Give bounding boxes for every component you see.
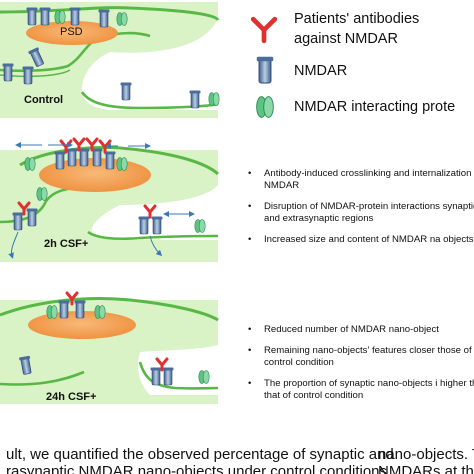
legend-antibody-line1: Patients' antibodies bbox=[294, 11, 420, 27]
panel-2h bbox=[0, 137, 220, 262]
legend-nmdar: NMDAR bbox=[294, 63, 348, 79]
legend-interacting-icon bbox=[256, 96, 274, 118]
bullet-2h-3: Increased size and content of NMDAR na o… bbox=[248, 234, 474, 246]
legend-antibody-icon bbox=[250, 16, 278, 44]
bullet-24h-1: Reduced number of NMDAR nano-object bbox=[248, 324, 474, 336]
caption-left-line1: ult, we quantified the observed percenta… bbox=[6, 446, 394, 463]
legend-antibody-line2: against NMDAR bbox=[294, 31, 398, 47]
caption-right-line1: nano-objects. T bbox=[378, 446, 474, 463]
bullet-24h-3: The proportion of synaptic nano-objects … bbox=[248, 378, 474, 402]
bullet-2h-1: Antibody-induced crosslinking and intern… bbox=[248, 168, 474, 192]
panel-label-24h: 24h CSF+ bbox=[46, 391, 97, 403]
bullets-24h: Reduced number of NMDAR nano-object Rema… bbox=[248, 324, 474, 411]
psd-label: PSD bbox=[60, 26, 83, 38]
bullet-24h-2: Remaining nano-objects' features closer … bbox=[248, 345, 474, 369]
bullet-2h-2: Disruption of NMDAR-protein interactions… bbox=[248, 201, 474, 225]
caption-right: nano-objects. T NMDARs at th bbox=[378, 446, 474, 474]
caption-right-line2: NMDARs at th bbox=[378, 463, 474, 474]
psd-control bbox=[26, 21, 118, 45]
panel-control bbox=[0, 2, 220, 118]
panel-label-control: Control bbox=[24, 94, 64, 106]
panel-label-2h: 2h CSF+ bbox=[44, 238, 89, 250]
legend-interacting: NMDAR interacting prote bbox=[294, 99, 456, 115]
panel-24h bbox=[0, 291, 219, 404]
caption-left-line2: rasynaptic NMDAR nano-objects under cont… bbox=[6, 463, 388, 474]
legend-nmdar-icon bbox=[256, 56, 274, 84]
caption-left: ult, we quantified the observed percenta… bbox=[6, 446, 394, 474]
bullets-2h: Antibody-induced crosslinking and intern… bbox=[248, 168, 474, 255]
